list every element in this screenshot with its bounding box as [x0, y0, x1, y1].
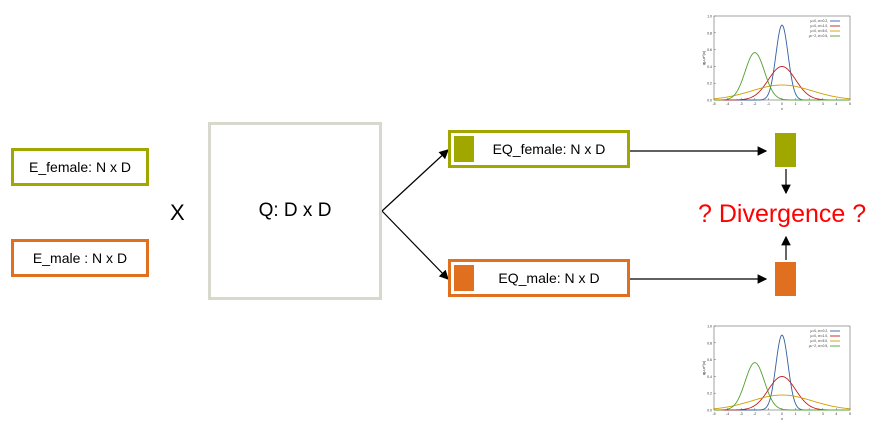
plot-top-xlabel: x [781, 106, 783, 111]
plot-top-xtick-label: 1 [795, 102, 797, 106]
plot-top-xtick-label: -2 [753, 102, 756, 106]
plot-bottom-curve-4 [714, 362, 850, 411]
arrow-q-to-eq-female [381, 149, 449, 212]
arrow-q-to-eq-male [381, 210, 449, 280]
e-female-label: E_female: N x D [29, 159, 131, 175]
plot-top-xtick-label: 4 [835, 102, 837, 106]
plot-top-curve-3 [713, 84, 851, 100]
female-distribution-swatch [775, 133, 796, 167]
plot-top-ytick-label: 1.0 [707, 15, 712, 19]
eq-female-swatch [454, 136, 474, 162]
plot-top-xtick-label: -5 [712, 102, 715, 106]
plot-bottom-xlabel: x [781, 416, 783, 421]
plot-bottom-xtick-label: -5 [712, 412, 715, 416]
plot-top-ytick-label: 0.6 [707, 48, 712, 52]
plot-bottom-ytick-label: 0.2 [707, 392, 712, 396]
plot-bottom-ytick-label: 0.8 [707, 341, 712, 345]
plot-bottom-xtick-label: 1 [795, 412, 797, 416]
plot-bottom-xtick-label: 4 [835, 412, 837, 416]
plot-top-legend-label: μ=0, σ²=0.2, [811, 19, 829, 23]
gaussian-plot-top: 1.0 0.8 0.6 0.4 0.2 0.0-5 -4 -3 -2 -1 0 1 2 3 4 5 x φμ,σ²… [700, 8, 858, 112]
plot-bottom-legend-label: μ=0, σ²=1.0, [811, 334, 829, 338]
plot-bottom-xtick-label: -3 [740, 412, 743, 416]
plot-top-xtick-label: -3 [740, 102, 743, 106]
plot-top-xtick-label: 2 [808, 102, 810, 106]
plot-bottom-svg: 1.0 0.8 0.6 0.4 0.2 0.0-5 -4 -3 -2 -1 0 1 2 3 4 5 x φμ,σ²… [701, 325, 851, 422]
plot-top-ytick-label: 0.0 [707, 99, 712, 103]
e-female-box: E_female: N x D [11, 148, 149, 186]
plot-bottom-ytick-label: 0.0 [707, 409, 712, 413]
plot-top-svg: 1.0 0.8 0.6 0.4 0.2 0.0-5 -4 -3 -2 -1 0 1 2 3 4 5 x φμ,σ²… [701, 15, 851, 112]
q-matrix-box: Q: D x D [208, 122, 382, 300]
plot-bottom-xtick-label: -4 [726, 412, 729, 416]
plot-bottom-legend-label: μ=0, σ²=5.0, [811, 339, 829, 343]
eq-male-label: EQ_male: N x D [498, 270, 600, 286]
plot-bottom-ytick-label: 0.4 [707, 375, 712, 379]
plot-bottom-xtick-label: 3 [822, 412, 824, 416]
plot-bottom-curve-3 [713, 394, 851, 410]
plot-bottom-legend-label: μ=0, σ²=0.2, [811, 329, 829, 333]
eq-male-box: EQ_male: N x D [448, 259, 630, 297]
plot-top-curve-4 [714, 52, 850, 101]
plot-top-ytick-label: 0.4 [707, 65, 712, 69]
plot-top-legend-label: μ=−2, σ²=0.5, [809, 34, 828, 38]
plot-top-legend-label: μ=0, σ²=5.0, [811, 29, 829, 33]
plot-top-xtick-label: -1 [767, 102, 770, 106]
plot-top-frame [713, 15, 851, 101]
plot-top-ylabel: φμ,σ²(x) [701, 50, 706, 65]
plot-bottom-ylabel: φμ,σ²(x) [701, 360, 706, 375]
plot-top-xtick-label: 0 [781, 102, 783, 106]
plot-top-legend-label: μ=0, σ²=1.0, [811, 24, 829, 28]
plot-top-xtick-label: 5 [849, 102, 851, 106]
plot-bottom-xtick-label: 0 [781, 412, 783, 416]
plot-bottom-ytick-label: 0.6 [707, 358, 712, 362]
gaussian-plot-bottom: 1.0 0.8 0.6 0.4 0.2 0.0-5 -4 -3 -2 -1 0 1 2 3 4 5 x φμ,σ²… [700, 318, 858, 422]
plot-bottom-xtick-label: -1 [767, 412, 770, 416]
plot-bottom-ytick-label: 1.0 [707, 325, 712, 329]
eq-female-label: EQ_female: N x D [492, 141, 606, 157]
plot-bottom-xtick-label: -2 [753, 412, 756, 416]
plot-top-xtick-label: -4 [726, 102, 729, 106]
plot-bottom-xtick-label: 5 [849, 412, 851, 416]
plot-top-xtick-label: 3 [822, 102, 824, 106]
male-distribution-swatch [775, 262, 796, 296]
eq-male-swatch [454, 265, 474, 291]
plot-bottom-xtick-label: 2 [808, 412, 810, 416]
e-male-label: E_male : N x D [32, 250, 128, 266]
e-male-box: E_male : N x D [11, 239, 149, 277]
plot-top-ytick-label: 0.8 [707, 31, 712, 35]
plot-top-ytick-label: 0.2 [707, 82, 712, 86]
q-matrix-label: Q: D x D [258, 200, 332, 221]
plot-bottom-frame [713, 325, 851, 411]
plot-bottom-legend-label: μ=−2, σ²=0.5, [809, 344, 828, 348]
eq-female-box: EQ_female: N x D [448, 130, 630, 168]
divergence-label: ? Divergence ? [698, 200, 867, 228]
multiply-operator: X [170, 200, 185, 225]
